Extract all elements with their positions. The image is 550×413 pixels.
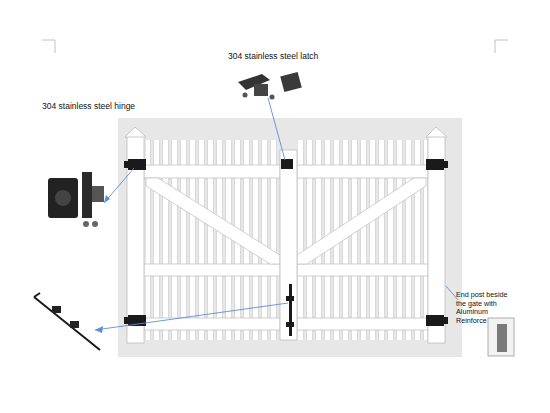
hardware <box>124 159 448 336</box>
posts <box>125 127 447 343</box>
post-cap <box>426 127 447 137</box>
drop-rod-guide <box>286 322 294 327</box>
corner-mark <box>495 40 508 53</box>
corner-mark <box>42 40 55 53</box>
post-cap <box>125 127 146 137</box>
latch-body <box>254 84 268 96</box>
diagonal-brace <box>297 178 426 264</box>
leader-arrowhead <box>95 326 103 333</box>
leader-lines <box>95 98 458 330</box>
callout-label: End post beside the gate with Aluminum R… <box>456 291 508 326</box>
end-post-detail <box>488 318 514 356</box>
hinge <box>426 159 444 170</box>
hinge <box>128 159 146 170</box>
hinge-plate <box>48 178 78 218</box>
picket-field <box>298 140 427 340</box>
screw <box>243 93 248 98</box>
hinge-detail <box>48 172 104 227</box>
leader-line <box>104 168 134 203</box>
drop-rod-handle <box>34 293 40 297</box>
aluminum-insert <box>497 324 507 352</box>
drop-rod-detail <box>34 293 100 350</box>
latch <box>281 159 293 169</box>
latch-detail <box>238 72 302 100</box>
drop-rod <box>289 284 292 336</box>
hinge <box>124 161 128 168</box>
bottom-rail <box>297 318 428 330</box>
middle-rail <box>297 264 428 276</box>
latch-keeper <box>280 72 302 92</box>
middle-rail <box>144 264 280 276</box>
leader-line <box>268 98 285 160</box>
screw <box>92 221 98 227</box>
end-post <box>488 318 514 356</box>
hinge <box>444 161 448 168</box>
top-rail <box>297 165 428 178</box>
photo-backdrop <box>118 118 462 357</box>
screw <box>83 221 89 227</box>
gate-stile <box>280 150 297 340</box>
drop-rod-guide <box>70 321 79 328</box>
drop-rod-guide <box>52 306 61 313</box>
drop-rod-guide <box>286 296 294 301</box>
bottom-rail <box>144 318 280 330</box>
diagonal-brace <box>146 178 280 264</box>
hinge <box>426 315 444 326</box>
hinge <box>124 317 128 324</box>
callout-label: 304 stainless steel hinge <box>42 101 162 111</box>
hinge-leaf <box>82 172 92 218</box>
leader-line <box>95 303 288 330</box>
drop-rod <box>34 297 100 350</box>
top-rail <box>144 165 280 178</box>
callout-label: 304 stainless steel latch <box>228 51 348 61</box>
screw <box>270 95 275 100</box>
leader-arrowhead <box>104 195 110 203</box>
hinge <box>444 317 448 324</box>
hinge-spring <box>55 190 71 206</box>
hinge-leaf <box>92 186 104 202</box>
